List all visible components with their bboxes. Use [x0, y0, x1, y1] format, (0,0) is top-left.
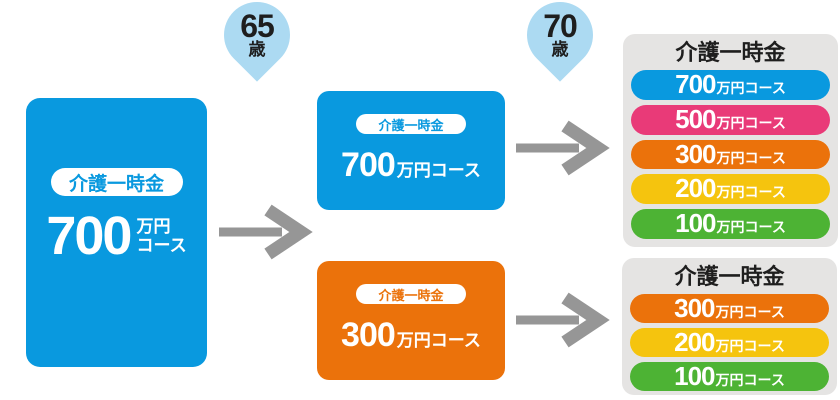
option-unit: 万円コース: [715, 338, 785, 354]
age-marker-65-label: 65 歳: [224, 2, 290, 68]
option-unit: 万円コース: [716, 149, 786, 166]
panel-title: 介護一時金: [674, 264, 785, 289]
mid-course-card-700: 介護一時金 700 万円コース: [317, 91, 505, 210]
course-amount-unit: 万円コース: [396, 331, 481, 350]
course-option-700: 700 万円コース: [631, 70, 830, 100]
arrow-start-to-age65-icon: [219, 204, 313, 260]
arrow-300-to-options-icon: [516, 292, 610, 348]
option-unit: 万円コース: [715, 372, 785, 388]
option-amount: 300: [675, 138, 716, 169]
arrow-700-to-options-icon: [516, 120, 610, 176]
unit-line-2: コース: [136, 236, 187, 255]
option-amount: 700: [675, 69, 716, 99]
option-amount: 500: [675, 103, 716, 134]
care-lumpsum-badge: 介護一時金: [50, 168, 183, 196]
age-number: 65: [240, 7, 274, 44]
course-amount-unit: 万円 コース: [136, 217, 186, 255]
course-amount-number: 300: [341, 316, 396, 354]
course-amount-unit: 万円コース: [396, 161, 481, 180]
course-amount: 700 万円コース: [341, 148, 481, 182]
course-option-300: 300 万円コース: [631, 138, 830, 170]
age-marker-70: 70 歳: [513, 0, 607, 82]
start-course-card: 介護一時金 700 万円 コース: [26, 98, 207, 367]
option-unit: 万円コース: [716, 219, 786, 236]
course-amount: 300 万円コース: [341, 318, 481, 352]
course-amount-number: 700: [341, 146, 396, 184]
course-option-100: 100 万円コース: [631, 209, 830, 239]
age-unit: 歳: [248, 40, 266, 60]
option-unit: 万円コース: [716, 114, 786, 131]
course-options-panel-top: 介護一時金 700 万円コース 500 万円コース 300 万円コース 200 …: [623, 34, 838, 247]
care-lumpsum-badge: 介護一時金: [356, 284, 466, 304]
option-unit: 万円コース: [716, 80, 786, 96]
course-option-300: 300 万円コース: [630, 294, 829, 323]
option-amount: 200: [674, 327, 715, 357]
option-amount: 100: [675, 208, 716, 239]
care-lumpsum-badge: 介護一時金: [356, 114, 466, 134]
panel-title: 介護一時金: [675, 40, 786, 65]
option-unit: 万円コース: [716, 184, 786, 201]
option-amount: 300: [674, 293, 715, 323]
course-option-200: 200 万円コース: [631, 173, 830, 205]
option-amount: 200: [675, 173, 716, 204]
age-unit: 歳: [551, 40, 569, 60]
course-amount-number: 700: [46, 206, 132, 266]
age-marker-70-label: 70 歳: [527, 2, 593, 68]
age-number: 70: [543, 7, 577, 44]
option-unit: 万円コース: [715, 304, 785, 320]
course-amount: 700 万円 コース: [46, 209, 186, 263]
unit-line-1: 万円: [136, 216, 171, 236]
course-option-500: 500 万円コース: [631, 103, 830, 135]
course-options-panel-bottom: 介護一時金 300 万円コース 200 万円コース 100 万円コース: [622, 258, 837, 395]
option-amount: 100: [674, 361, 715, 391]
course-option-200: 200 万円コース: [630, 328, 829, 357]
course-option-100: 100 万円コース: [630, 362, 829, 391]
mid-course-card-300: 介護一時金 300 万円コース: [317, 261, 505, 380]
age-marker-65: 65 歳: [210, 0, 304, 82]
